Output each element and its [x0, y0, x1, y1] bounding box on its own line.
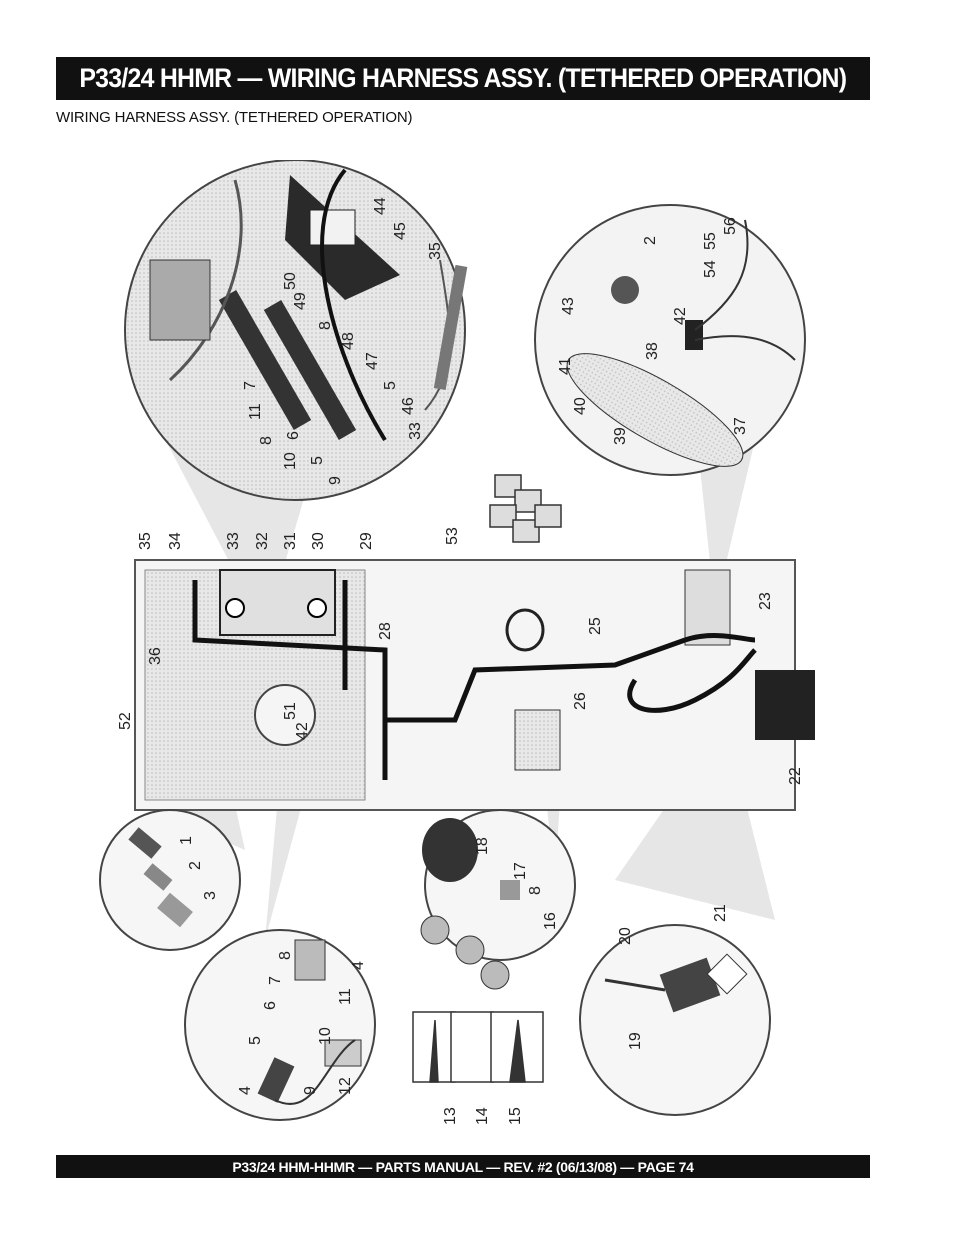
callout-label: 42	[672, 307, 689, 325]
detail-circle-bottom-left	[99, 809, 241, 951]
callout-label: 40	[572, 397, 589, 415]
callout-label: 2	[642, 236, 659, 245]
callout-label: 11	[247, 403, 264, 420]
callout-label: 8	[258, 436, 275, 445]
callout-label: 5	[309, 456, 326, 465]
callout-label: 55	[702, 232, 719, 250]
callout-label: 42	[294, 722, 311, 740]
callout-label: 10	[282, 452, 299, 470]
callout-labels: 44 45 35 50 49 8 48 47 5 46 33 9 5 10 6 …	[117, 197, 804, 1125]
callout-label: 49	[292, 292, 309, 310]
callout-label: 56	[722, 217, 739, 235]
harness-wires	[192, 580, 757, 780]
callout-label: 4	[350, 961, 367, 970]
detail-circle-bottom-center	[420, 809, 576, 990]
callout-label: 7	[267, 976, 284, 985]
callout-label: 52	[117, 712, 134, 730]
callout-label: 18	[474, 837, 491, 855]
callout-label: 6	[285, 431, 302, 440]
callout-label: 12	[337, 1077, 354, 1095]
callout-label: 14	[474, 1107, 491, 1125]
callout-label: 43	[560, 297, 577, 315]
callout-label: 51	[282, 702, 299, 720]
machine-body	[134, 559, 815, 811]
callout-label: 28	[377, 622, 394, 640]
callout-label: 33	[225, 532, 242, 550]
page-title: P33/24 HHMR — WIRING HARNESS ASSY. (TETH…	[79, 63, 848, 93]
detail-circle-top-right	[534, 204, 806, 476]
callout-label: 10	[317, 1027, 334, 1045]
callout-label: 21	[712, 904, 729, 922]
callout-label: 53	[444, 527, 461, 545]
callout-label: 26	[572, 692, 589, 710]
callout-label: 4	[237, 1086, 254, 1095]
callout-label: 9	[327, 476, 344, 485]
callout-label: 33	[407, 422, 424, 440]
detail-circle-battery	[254, 684, 316, 746]
callout-label: 39	[612, 427, 629, 445]
callout-label: 34	[167, 532, 184, 550]
detail-circle-bottom-right	[579, 924, 771, 1116]
connector-plugs	[412, 1011, 544, 1083]
callout-label: 5	[247, 1036, 264, 1045]
callout-label: 44	[372, 197, 389, 215]
callout-label: 35	[427, 242, 444, 260]
callout-label: 45	[392, 222, 409, 240]
callout-label: 37	[732, 417, 749, 435]
footer-bar: P33/24 HHM-HHMR — PARTS MANUAL — REV. #2…	[56, 1155, 870, 1178]
callout-label: 30	[310, 532, 327, 550]
callout-label: 15	[507, 1107, 524, 1125]
callout-label: 29	[358, 532, 375, 550]
title-bar: P33/24 HHMR — WIRING HARNESS ASSY. (TETH…	[56, 57, 870, 100]
callout-label: 8	[527, 886, 544, 895]
connector-pack	[489, 474, 562, 543]
callout-label: 38	[644, 342, 661, 360]
footer-text: P33/24 HHM-HHMR — PARTS MANUAL — REV. #2…	[232, 1158, 694, 1175]
callout-label: 25	[587, 617, 604, 635]
callout-label: 9	[302, 1086, 319, 1095]
callout-label: 36	[147, 647, 164, 665]
callout-label: 22	[787, 767, 804, 785]
callout-label: 11	[337, 988, 354, 1005]
callout-label: 6	[262, 1001, 279, 1010]
callout-label: 31	[282, 532, 299, 550]
callout-label: 50	[282, 272, 299, 290]
callout-label: 19	[627, 1032, 644, 1050]
callout-label: 2	[187, 861, 204, 870]
callout-label: 41	[557, 357, 574, 375]
callout-label: 46	[400, 397, 417, 415]
callout-label: 1	[178, 836, 195, 845]
callout-label: 7	[242, 381, 259, 390]
callout-label: 47	[364, 352, 381, 370]
callout-label: 23	[757, 592, 774, 610]
detail-circle-top-left	[124, 160, 468, 501]
callout-label: 8	[317, 321, 334, 330]
callout-label: 35	[137, 532, 154, 550]
callout-label: 20	[617, 927, 634, 945]
callout-label: 32	[254, 532, 271, 550]
callout-label: 16	[542, 912, 559, 930]
section-label: WIRING HARNESS ASSY. (TETHERED OPERATION…	[56, 109, 413, 126]
wiring-harness-diagram: 44 45 35 50 49 8 48 47 5 46 33 9 5 10 6 …	[99, 160, 815, 1125]
callout-label: 17	[512, 862, 529, 880]
callout-label: 54	[702, 260, 719, 278]
callout-label: 3	[202, 891, 219, 900]
callout-label: 8	[277, 951, 294, 960]
callout-label: 48	[340, 332, 357, 350]
callout-label: 5	[382, 381, 399, 390]
callout-label: 13	[442, 1107, 459, 1125]
detail-circle-bottom-center-left	[184, 929, 376, 1121]
